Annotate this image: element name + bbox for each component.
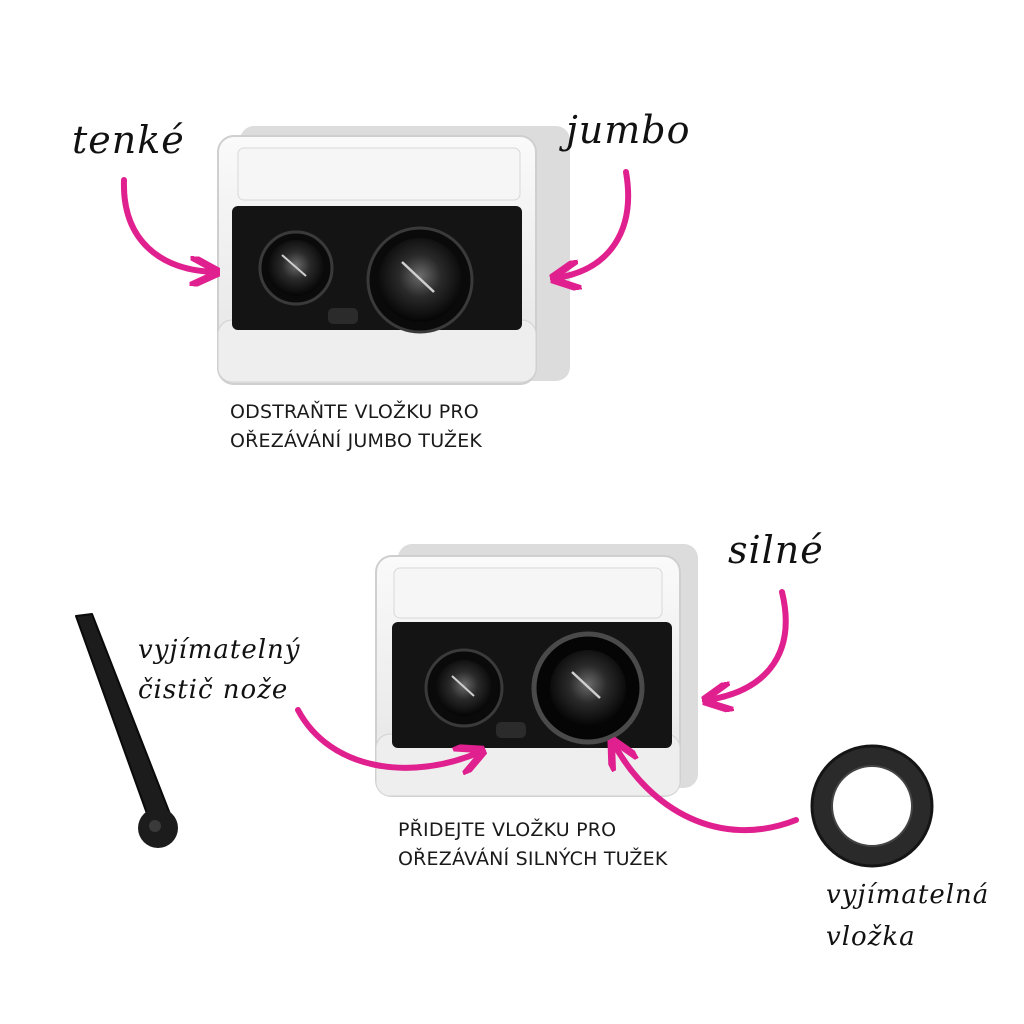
label-removable-insert: vyjímatelná vložka <box>826 874 989 958</box>
arrow-jumbo-top <box>556 169 632 278</box>
label-thin: tenké <box>72 118 185 162</box>
annotation-arrows <box>120 169 799 834</box>
sharpener-top <box>217 126 570 385</box>
removable-insert-ring <box>810 744 934 868</box>
label-blade-cleaner: vyjímatelný čistič nože <box>138 630 301 710</box>
small-hole-bottom <box>424 648 504 728</box>
arrow-cleaner <box>295 707 480 768</box>
caption-bottom-line1: PŘIDEJTE VLOŽKU PRO <box>398 819 617 841</box>
arrow-thin-top <box>120 177 214 272</box>
large-hole-top <box>366 226 474 334</box>
label-jumbo: jumbo <box>566 108 691 152</box>
caption-bottom-line2: OŘEZÁVÁNÍ SILNÝCH TUŽEK <box>398 848 668 870</box>
caption-top-line2: OŘEZÁVÁNÍ JUMBO TUŽEK <box>230 430 483 452</box>
caption-add-insert: PŘIDEJTE VLOŽKU PRO OŘEZÁVÁNÍ SILNÝCH TU… <box>398 816 667 874</box>
blade-cleaner-tool <box>75 613 178 848</box>
arrow-thick-bottom <box>708 589 789 700</box>
label-removable-insert-line2: vložka <box>826 922 916 952</box>
sharpener-bottom <box>375 544 698 797</box>
label-blade-cleaner-line2: čistič nože <box>138 675 289 705</box>
large-hole-bottom-with-insert <box>531 631 645 745</box>
small-hole-top <box>258 230 334 306</box>
label-blade-cleaner-line1: vyjímatelný <box>138 635 301 665</box>
caption-remove-insert: ODSTRAŇTE VLOŽKU PRO OŘEZÁVÁNÍ JUMBO TUŽ… <box>230 398 482 456</box>
label-removable-insert-line1: vyjímatelná <box>826 880 990 910</box>
caption-top-line1: ODSTRAŇTE VLOŽKU PRO <box>230 401 479 423</box>
arrow-insert <box>614 744 799 834</box>
label-thick: silné <box>728 528 824 572</box>
